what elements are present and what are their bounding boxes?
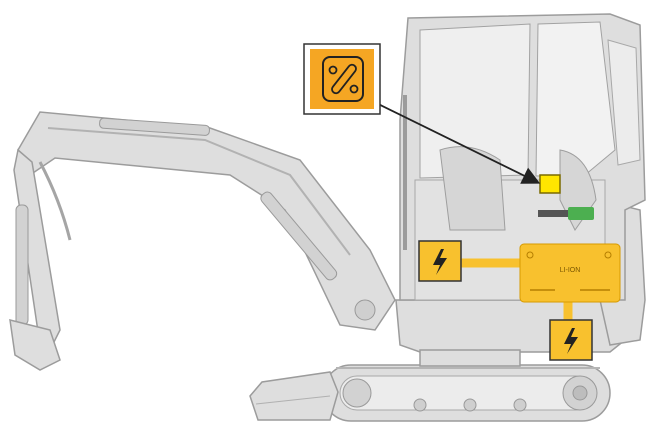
bucket-cylinder xyxy=(15,204,29,326)
callout-fuse-switch xyxy=(303,43,381,115)
stick-and-bucket xyxy=(9,148,72,371)
fuse-icon xyxy=(322,56,364,102)
boom-arm xyxy=(17,111,396,331)
operator-seat xyxy=(439,146,506,231)
roller xyxy=(463,398,477,412)
callout-high-voltage-lower xyxy=(549,319,593,361)
swing-bearing xyxy=(419,349,521,367)
cab-window-rear xyxy=(607,39,641,166)
battery-label: LI-ION xyxy=(560,267,581,274)
connector xyxy=(538,207,594,220)
boom-cylinder xyxy=(99,117,210,136)
hydraulic-hose xyxy=(38,161,72,241)
lightning-bolt-icon xyxy=(564,328,578,354)
roller xyxy=(513,398,527,412)
dozer-blade xyxy=(249,371,339,421)
leader-arrow xyxy=(359,94,541,184)
lift-cylinder xyxy=(260,191,338,281)
boom xyxy=(17,111,396,331)
battery-pack xyxy=(519,243,621,303)
idler-wheel xyxy=(342,378,372,408)
boom-pivot xyxy=(354,299,376,321)
connector-cable xyxy=(538,210,570,217)
bucket xyxy=(9,319,61,371)
callout-high-voltage-upper xyxy=(418,240,462,282)
connector-plug xyxy=(568,207,594,220)
roller xyxy=(413,398,427,412)
lightning-bolt-icon xyxy=(433,249,447,275)
cab-window-side xyxy=(535,21,616,177)
battery-system: LI-ION xyxy=(458,243,621,325)
track-assembly xyxy=(322,364,611,422)
disconnect-switch-location xyxy=(539,174,561,194)
